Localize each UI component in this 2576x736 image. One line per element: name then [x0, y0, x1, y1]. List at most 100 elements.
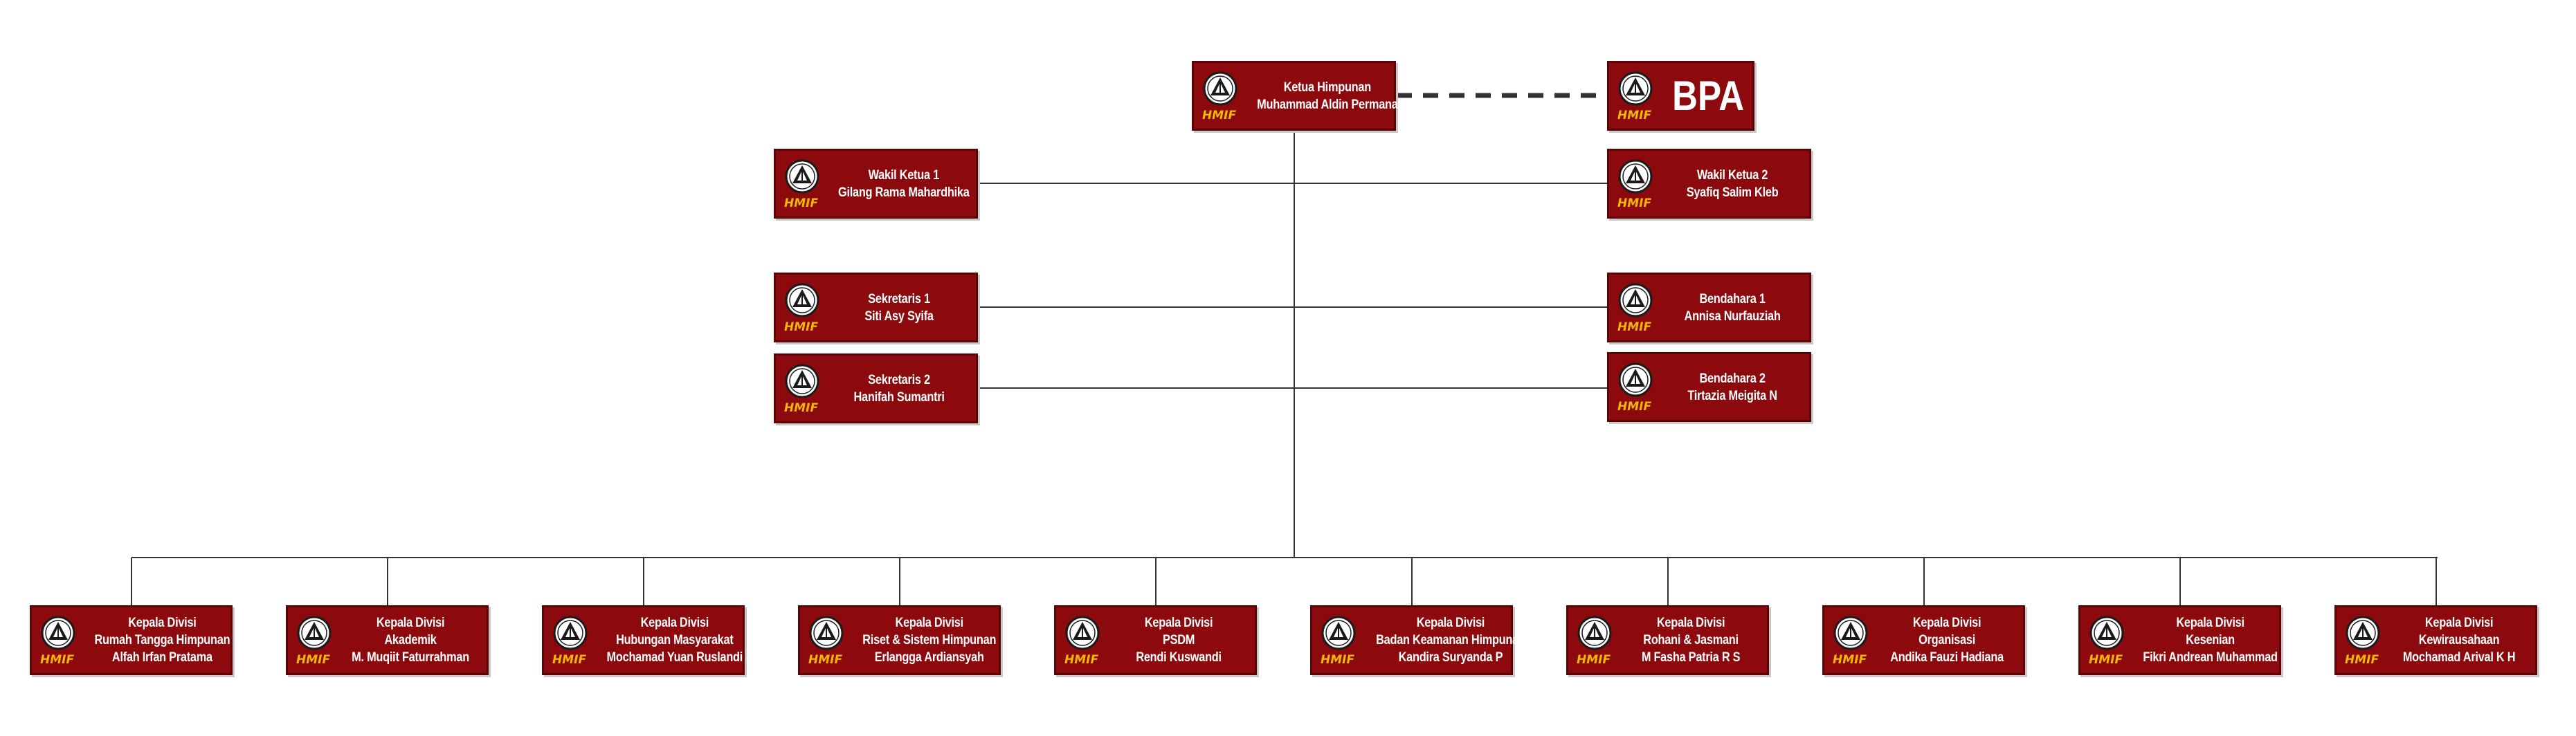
vice-chair-1-box[interactable]: HMIF Wakil Ketua 1 Gilang Rama Mahardhik…	[774, 149, 978, 219]
person-name: Mochamad Yuan Ruslandi	[606, 650, 743, 665]
person-name: Tirtazia Meigita N	[1687, 388, 1777, 403]
role-label: Kepala Divisi	[128, 616, 197, 630]
hmif-logo-icon: HMIF	[1831, 615, 1876, 666]
role-label: Bendahara 2	[1699, 371, 1766, 386]
role-label: Bendahara 1	[1699, 291, 1766, 306]
role-label: Kepala Divisi	[1416, 616, 1485, 630]
hmif-logo-icon: HMIF	[1063, 615, 1107, 666]
svg-text:HMIF: HMIF	[1577, 653, 1611, 666]
person-name: M Fasha Patria R S	[1641, 650, 1741, 665]
hmif-logo-icon: HMIF	[1575, 615, 1620, 666]
division-head-box[interactable]: HMIF Kepala Divisi Rohani & Jasmani M Fa…	[1566, 605, 1769, 675]
role-label: Kepala Divisi	[895, 616, 964, 630]
division-name: Hubungan Masyarakat	[616, 633, 734, 647]
hmif-logo-icon: HMIF	[783, 282, 827, 333]
role-label: Kepala Divisi	[1656, 616, 1725, 630]
hmif-logo-icon: HMIF	[551, 615, 595, 666]
role-label: Kepala Divisi	[1912, 616, 1981, 630]
svg-text:HMIF: HMIF	[784, 320, 818, 333]
svg-text:HMIF: HMIF	[1202, 109, 1236, 122]
svg-text:HMIF: HMIF	[808, 653, 842, 666]
role-label: Kepala Divisi	[640, 616, 709, 630]
secretary-1-box[interactable]: HMIF Sekretaris 1 Siti Asy Syifa	[774, 273, 978, 342]
division-head-box[interactable]: HMIF Kepala Divisi Akademik M. Muqiit Fa…	[286, 605, 489, 675]
division-name: Rohani & Jasmani	[1643, 633, 1739, 647]
role-label: Wakil Ketua 1	[868, 167, 940, 183]
person-name: Erlangga Ardiansyah	[874, 650, 984, 665]
division-head-box[interactable]: HMIF Kepala Divisi Kewirausahaan Mochama…	[2334, 605, 2537, 675]
person-name: Syafiq Salim Kleb	[1686, 185, 1779, 200]
person-name: Rendi Kuswandi	[1136, 650, 1222, 665]
division-head-box[interactable]: HMIF Kepala Divisi Rumah Tangga Himpunan…	[30, 605, 233, 675]
person-name: Annisa Nurfauziah	[1684, 309, 1781, 324]
svg-text:HMIF: HMIF	[784, 196, 818, 210]
hmif-logo-icon: HMIF	[1616, 158, 1660, 210]
svg-text:HMIF: HMIF	[1617, 196, 1651, 210]
division-head-box[interactable]: HMIF Kepala Divisi Kesenian Fikri Andrea…	[2078, 605, 2281, 675]
role-label: Kepala Divisi	[376, 616, 445, 630]
person-name: M. Muqiit Faturrahman	[352, 650, 469, 665]
division-name: Kesenian	[2186, 633, 2235, 647]
hmif-logo-icon: HMIF	[783, 363, 827, 414]
role-label: Wakil Ketua 2	[1696, 167, 1768, 183]
person-name: Alfah Irfan Pratama	[111, 650, 212, 665]
hmif-logo-icon: HMIF	[1616, 71, 1660, 122]
hmif-logo-icon: HMIF	[1201, 71, 1245, 122]
svg-text:HMIF: HMIF	[2089, 653, 2123, 666]
person-name: Siti Asy Syifa	[864, 309, 934, 324]
advisory-label: BPA	[1672, 72, 1745, 119]
svg-text:HMIF: HMIF	[1833, 653, 1867, 666]
division-head-box[interactable]: HMIF Kepala Divisi Organisasi Andika Fau…	[1822, 605, 2025, 675]
division-name: Riset & Sistem Himpunan	[862, 633, 997, 647]
person-name: Muhammad Aldin Permana	[1257, 97, 1398, 112]
treasurer-2-box[interactable]: HMIF Bendahara 2 Tirtazia Meigita N	[1607, 352, 1811, 422]
person-name: Andika Fauzi Hadiana	[1890, 650, 2004, 665]
hmif-logo-icon: HMIF	[1616, 282, 1660, 333]
advisory-box[interactable]: HMIF BPA	[1607, 61, 1754, 131]
person-name: Mochamad Arival K H	[2402, 650, 2516, 665]
hmif-logo-icon: HMIF	[807, 615, 851, 666]
hmif-logo-icon: HMIF	[783, 158, 827, 210]
chairman-box[interactable]: HMIF Ketua Himpunan Muhammad Aldin Perma…	[1192, 61, 1398, 131]
svg-text:HMIF: HMIF	[784, 401, 818, 414]
svg-text:HMIF: HMIF	[1321, 653, 1354, 666]
division-name: Organisasi	[1919, 633, 1976, 647]
role-label: Ketua Himpunan	[1283, 80, 1371, 95]
role-label: Kepala Divisi	[2424, 616, 2494, 630]
svg-text:HMIF: HMIF	[1064, 653, 1098, 666]
person-name: Kandira Suryanda P	[1398, 650, 1503, 665]
svg-text:HMIF: HMIF	[1617, 320, 1651, 333]
svg-text:HMIF: HMIF	[1617, 400, 1651, 413]
division-name: Akademik	[384, 633, 437, 647]
hmif-logo-icon: HMIF	[295, 615, 339, 666]
svg-text:HMIF: HMIF	[40, 653, 74, 666]
hmif-logo-icon: HMIF	[1319, 615, 1363, 666]
hmif-logo-icon: HMIF	[1616, 362, 1660, 413]
hmif-logo-icon: HMIF	[39, 615, 83, 666]
hmif-logo-icon: HMIF	[2087, 615, 2132, 666]
person-name: Fikri Andrean Muhammad	[2143, 650, 2278, 665]
role-label: Sekretaris 1	[868, 291, 930, 306]
division-head-box[interactable]: HMIF Kepala Divisi Hubungan Masyarakat M…	[542, 605, 745, 675]
svg-text:HMIF: HMIF	[296, 653, 330, 666]
svg-text:HMIF: HMIF	[1617, 109, 1651, 122]
role-label: Kepala Divisi	[1144, 616, 1213, 630]
division-name: Badan Keamanan Himpunan	[1376, 633, 1525, 647]
division-head-box[interactable]: HMIF Kepala Divisi Badan Keamanan Himpun…	[1310, 605, 1525, 675]
svg-text:HMIF: HMIF	[552, 653, 586, 666]
person-name: Hanifah Sumantri	[853, 389, 945, 405]
role-label: Sekretaris 2	[868, 372, 930, 387]
svg-text:HMIF: HMIF	[2345, 653, 2379, 666]
treasurer-1-box[interactable]: HMIF Bendahara 1 Annisa Nurfauziah	[1607, 273, 1811, 342]
division-name: Kewirausahaan	[2418, 633, 2500, 647]
division-name: PSDM	[1162, 633, 1195, 647]
division-head-box[interactable]: HMIF Kepala Divisi PSDM Rendi Kuswandi	[1054, 605, 1257, 675]
hmif-logo-icon: HMIF	[2343, 615, 2388, 666]
division-name: Rumah Tangga Himpunan	[94, 633, 230, 647]
role-label: Kepala Divisi	[2176, 616, 2244, 630]
division-head-box[interactable]: HMIF Kepala Divisi Riset & Sistem Himpun…	[798, 605, 1001, 675]
secretary-2-box[interactable]: HMIF Sekretaris 2 Hanifah Sumantri	[774, 353, 978, 423]
person-name: Gilang Rama Mahardhika	[837, 185, 970, 200]
vice-chair-2-box[interactable]: HMIF Wakil Ketua 2 Syafiq Salim Kleb	[1607, 149, 1811, 219]
